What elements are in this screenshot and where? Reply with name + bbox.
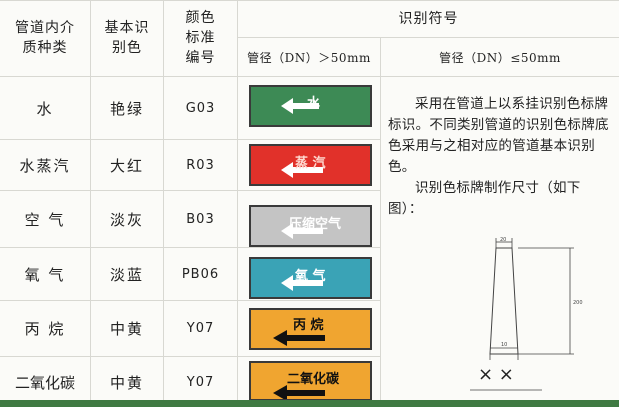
plate-label: 水 [307,96,321,111]
row-3-medium: 空 气 [24,210,66,229]
arrow-left-icon [281,162,323,178]
plate-label: 压缩空气 [289,217,342,232]
row-1-color: 艳绿 [109,99,144,118]
plate-oxygen: 氧 气 [249,257,372,299]
description-para-1: 采用在管道上以系挂识别色标牌标识。不同类别管道的识别色标牌底色采用与之相对应的管… [388,96,609,175]
dim-bottom-label: 10 [501,342,507,348]
plate-label: 蒸 汽 [295,156,326,171]
plate-steam: 蒸 汽 [249,144,372,186]
arrow-left-icon [273,385,325,399]
row-6-color: 中黄 [109,373,144,392]
plate-water: 水 [249,85,372,127]
description-para-2: 识别色标牌制作尺寸（如下图）： [388,180,581,217]
header-color-code: 颜色标准编号 [185,10,216,66]
plate-compressed-air: 压缩空气 [249,205,372,247]
row-2-code: R03 [186,157,215,173]
row-6-code: Y07 [186,374,215,390]
row-1-medium: 水 [36,99,54,118]
arrow-left-icon [281,275,323,291]
description-text: 采用在管道上以系挂识别色标牌标识。不同类别管道的识别色标牌底色采用与之相对应的管… [388,94,613,220]
header-small-diameter: 管径（DN）≤50mm [439,50,561,65]
row-2-medium: 水蒸汽 [19,156,71,175]
row-5-code: Y07 [186,321,215,336]
plate-label: 氧 气 [295,269,326,284]
plate-label: 二氧化碳 [287,372,340,387]
row-5-color: 中黄 [109,320,144,338]
plate-propane: 丙 烷 [249,308,372,350]
tag-dimension-drawing: 20 200 10 × × [470,237,583,391]
plate-carbon-dioxide: 二氧化碳 [249,361,372,401]
row-3-code: B03 [186,211,215,227]
header-symbol: 识别符号 [398,10,459,27]
header-medium: 管道内介质种类 [15,20,75,56]
cross-marks: × × [478,364,514,385]
arrow-left-icon [273,330,325,346]
arrow-left-icon [281,223,323,239]
row-2-color: 大红 [109,156,144,175]
row-1-code: G03 [185,100,216,116]
row-4-medium: 氧 气 [24,265,66,284]
header-basic-color: 基本识别色 [104,20,150,56]
plate-label: 丙 烷 [293,318,324,333]
dim-side-label: 200 [573,300,583,306]
dim-top-label: 20 [500,237,506,243]
bottom-border [0,400,619,407]
arrow-left-icon [281,98,319,114]
row-6-medium: 二氧化碳 [14,373,75,392]
header-large-diameter: 管径（DN）＞50mm [247,50,371,65]
row-3-color: 淡灰 [109,210,144,229]
row-5-medium: 丙 烷 [24,320,66,338]
row-4-code: PB06 [181,266,220,282]
row-4-color: 淡蓝 [109,265,144,284]
